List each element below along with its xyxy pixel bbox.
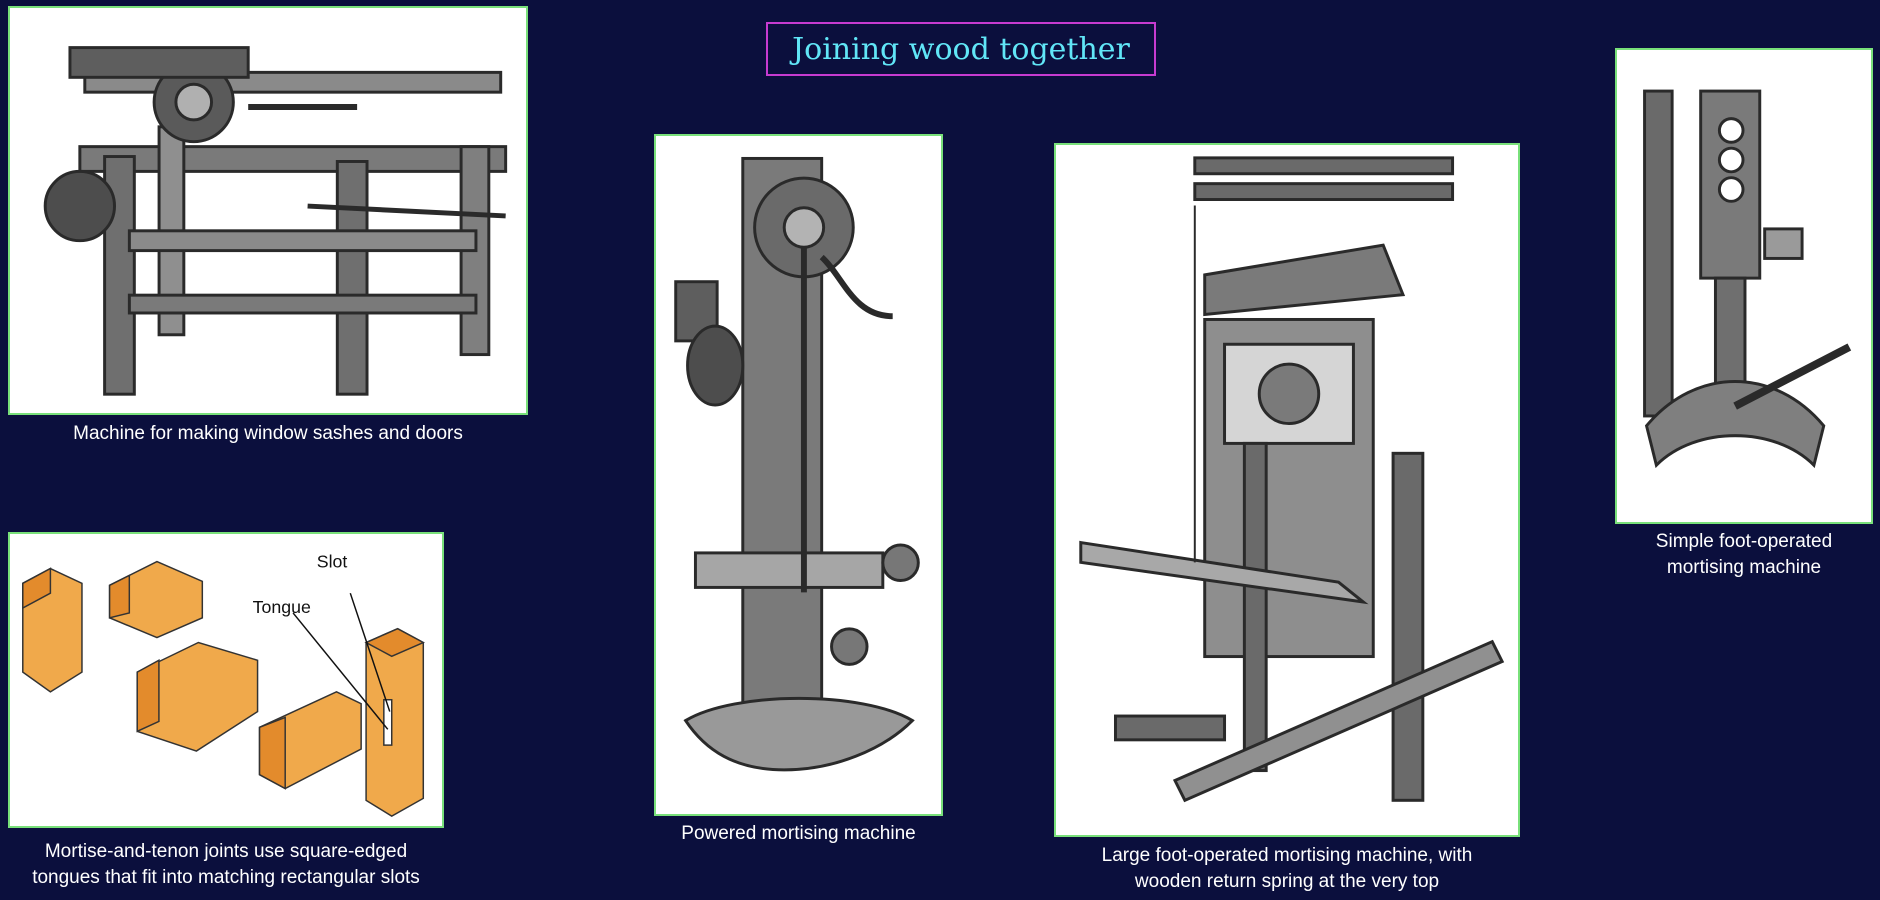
powered-mortiser-caption: Powered mortising machine bbox=[681, 823, 916, 844]
joint-diagram-image: Slot Tongue bbox=[8, 532, 444, 828]
tongue-label: Tongue bbox=[253, 597, 311, 617]
large-foot-mortiser-caption-line-1: Large foot-operated mortising machine, w… bbox=[1101, 845, 1473, 866]
simple-foot-mortiser-image bbox=[1615, 48, 1873, 524]
large-foot-mortiser-image bbox=[1054, 143, 1520, 837]
large-foot-mortiser-caption-line-2: wooden return spring at the very top bbox=[1134, 871, 1440, 892]
joint-diagram-caption-line-2: tongues that fit into matching rectangul… bbox=[32, 867, 420, 888]
simple-foot-mortiser-caption-line-2: mortising machine bbox=[1666, 557, 1822, 578]
powered-mortiser-image bbox=[654, 134, 943, 816]
sash-machine-caption: Machine for making window sashes and doo… bbox=[73, 423, 463, 444]
slot-label: Slot bbox=[317, 552, 348, 572]
sash-machine-image bbox=[8, 6, 528, 415]
simple-foot-mortiser-caption-line-1: Simple foot-operated bbox=[1655, 531, 1833, 552]
slide-title: Joining wood together bbox=[792, 31, 1130, 67]
slide-title-box: Joining wood together bbox=[766, 22, 1156, 76]
joint-diagram-caption-line-1: Mortise-and-tenon joints use square-edge… bbox=[44, 841, 408, 862]
